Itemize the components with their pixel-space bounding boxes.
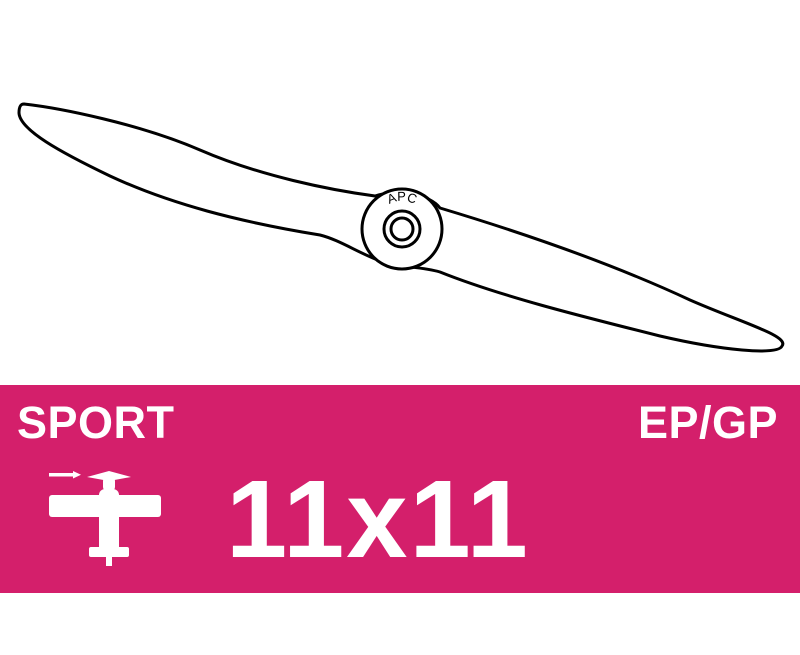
plane-tail-fin (106, 551, 112, 566)
propeller-icon: APC (17, 102, 785, 353)
propeller-illustration: APC (17, 102, 785, 353)
hub-bore-inner (389, 216, 415, 242)
hub-brand-label: APC (385, 189, 419, 207)
propeller-size: 11x11 (226, 458, 530, 581)
plane-wings (49, 495, 161, 517)
fuel-type-label: EP/GP (637, 397, 778, 448)
footer-space (0, 593, 800, 655)
product-banner: SPORT EP/GP 11x11 (0, 385, 800, 593)
plane-nose (103, 477, 115, 491)
category-label: SPORT (17, 397, 175, 448)
arrow-shaft (49, 473, 75, 477)
plane-propeller (87, 471, 131, 481)
airplane-icon (49, 471, 161, 566)
arrow-head (73, 471, 81, 479)
